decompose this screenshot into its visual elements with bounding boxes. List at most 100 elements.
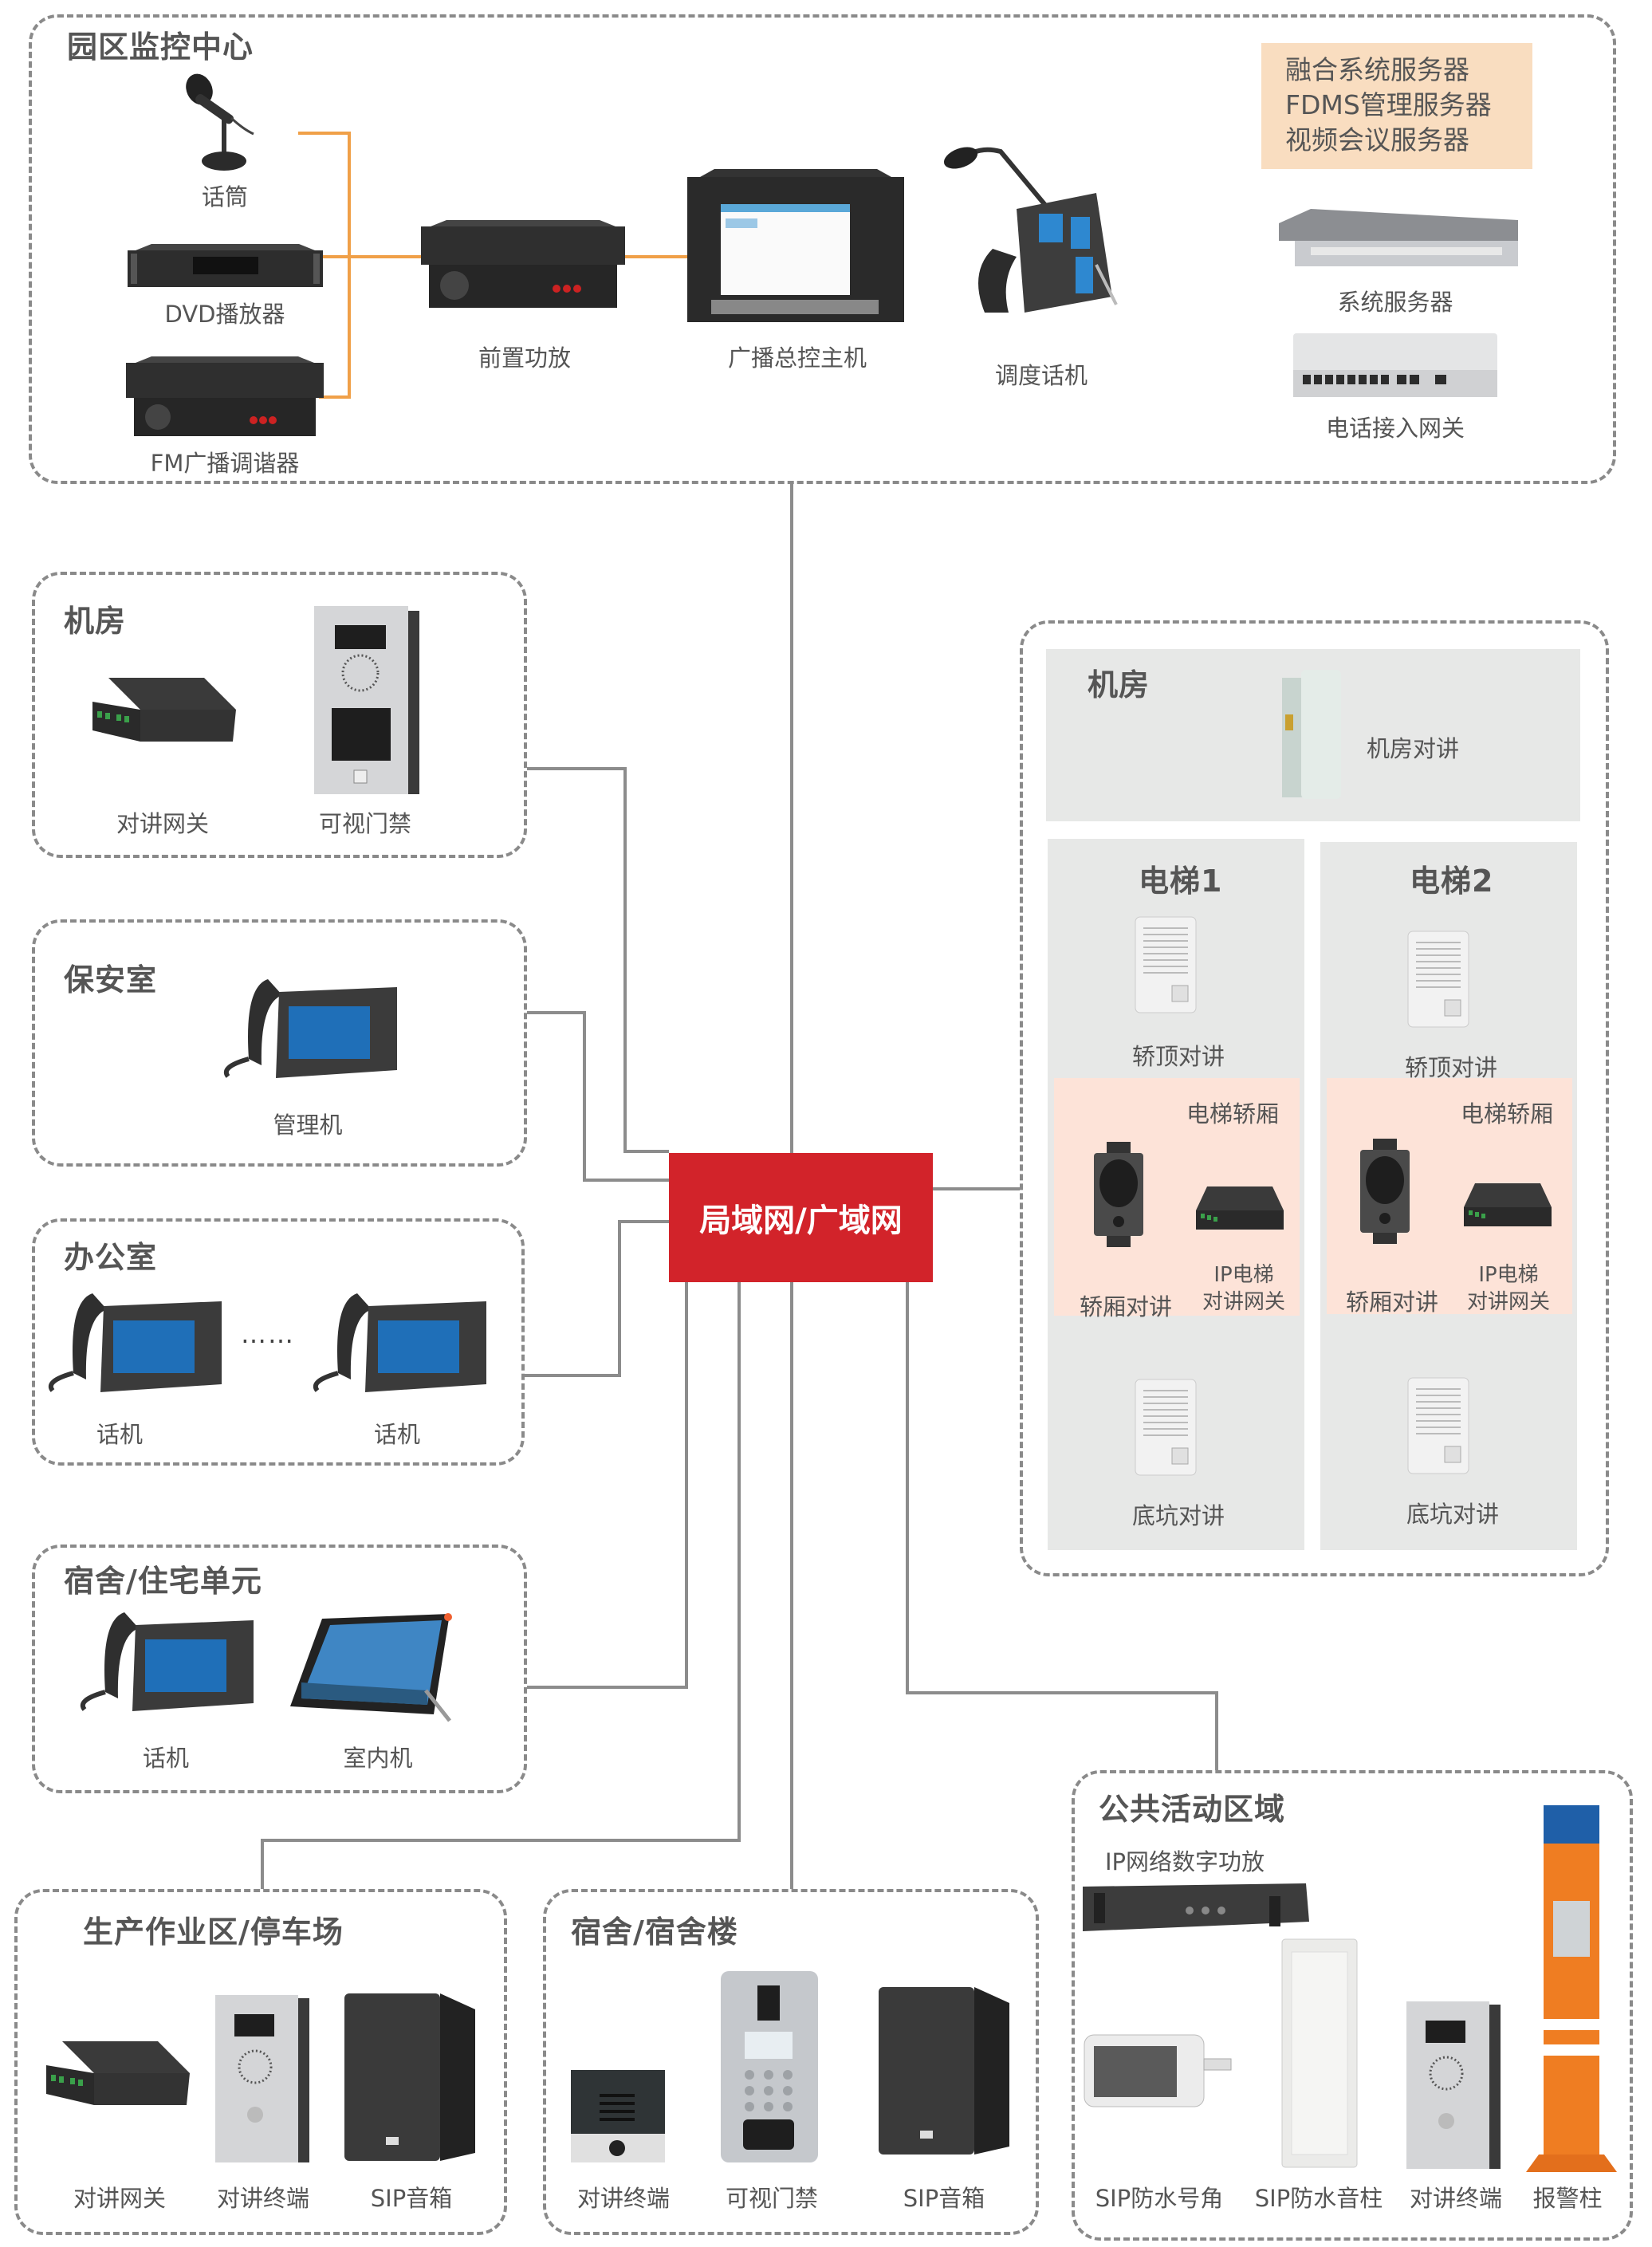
connector-office [525,1374,621,1377]
ip-elevator-gateway-icon [1196,1186,1284,1230]
ip-amplifier-icon [1083,1883,1309,1931]
video-door-access-icon [314,606,419,794]
label-alarm-pillar: 报警柱 [1532,2185,1603,2212]
label-dvd: DVD播放器 [164,301,285,328]
zone-title-machine-room: 机房 [64,604,127,639]
dispatch-phone-icon [943,147,1118,313]
connector-public-v [906,1282,909,1694]
microphone-icon [186,73,254,171]
machine-room-intercom-icon [1282,670,1341,799]
zone-residential-unit [32,1545,527,1793]
label-car-intercom: 轿厢对讲 [1079,1293,1173,1320]
zone-title-public-area: 公共活动区域 [1099,1792,1286,1827]
label-car-intercom: 轿厢对讲 [1345,1289,1439,1316]
zone-title-production-area: 生产作业区/停车场 [83,1914,344,1950]
zone-security-room [32,919,527,1167]
label-preamp: 前置功放 [478,344,572,372]
dvd-player-icon [128,244,323,287]
audio-link-dvd-preamp [319,255,426,258]
connector-security-v [583,1011,586,1182]
connector-machine-room [527,767,627,770]
zone-machine-room [32,572,527,858]
car-top-intercom-icon [1135,916,1197,1013]
label-indoor-monitor: 室内机 [343,1745,413,1772]
intercom-gateway-icon [92,678,236,742]
connector-top [790,484,793,1153]
label-dispatch-phone: 调度话机 [994,362,1088,389]
phone-gateway-icon [1293,333,1497,397]
zone-control-center [29,14,1616,484]
connector-office-h2 [618,1220,669,1223]
label-desk-phone: 话机 [142,1745,190,1772]
panel-title-elevator-machine-room: 机房 [1088,667,1150,702]
label-video-door-access: 可视门禁 [725,2185,819,2212]
zone-title-dormitory-building: 宿舍/宿舍楼 [571,1914,738,1950]
zone-dormitory-building [543,1889,1039,2235]
label-phone-gateway: 电话接入网关 [1325,415,1465,442]
alarm-pillar-icon [1526,1805,1617,2172]
connector-machine-room-h2 [623,1150,669,1153]
label-ip-elevator-gateway-line1: IP电梯 [1478,1263,1539,1287]
pit-intercom-icon [1135,1379,1197,1476]
audio-link-fm [319,395,351,399]
server-note-line: 融合系统服务器 [1285,54,1469,85]
panel-title-elevator-2: 电梯2 [1410,864,1494,899]
label-pit-intercom: 底坑对讲 [1131,1502,1225,1529]
zone-title-residential-unit: 宿舍/住宅单元 [64,1564,262,1599]
desk-phone-icon [80,1612,254,1711]
video-door-access-icon [721,1971,818,2162]
label-car-top-intercom: 轿顶对讲 [1404,1054,1498,1081]
label-ip-elevator-gateway-line1: IP电梯 [1213,1263,1274,1287]
desk-phone-icon [48,1293,222,1392]
zone-production-area [14,1889,507,2235]
connector-dormitory [790,1282,793,1889]
label-elevator-car: 电梯轿厢 [1460,1100,1554,1127]
label-intercom-terminal: 对讲终端 [1409,2185,1503,2212]
label-sip-speaker: SIP音箱 [370,2185,453,2212]
broadcast-host-icon [687,169,904,322]
intercom-terminal-icon [571,2070,665,2162]
connector-public-h [906,1691,1218,1694]
car-intercom-icon [1094,1142,1143,1247]
label-car-top-intercom: 轿顶对讲 [1131,1043,1225,1070]
zone-title-security-room: 保安室 [64,962,158,998]
label-machine-room-intercom: 机房对讲 [1366,735,1460,762]
zone-elevator [1020,620,1609,1576]
label-intercom-terminal: 对讲终端 [576,2185,671,2212]
connector-machine-room-v [623,767,627,1153]
label-ip-amplifier: IP网络数字功放 [1105,1848,1265,1875]
label-intercom-gateway: 对讲网关 [116,810,210,837]
connector-production-v2 [261,1839,264,1889]
audio-link-preamp-host [614,255,690,258]
zone-public-area [1072,1770,1633,2241]
system-server-icon [1279,209,1518,266]
label-ip-elevator-gateway-line2: 对讲网关 [1202,1290,1286,1314]
panel-title-elevator-1: 电梯1 [1139,864,1223,899]
sip-waterproof-horn-icon [1084,2034,1232,2107]
ellipsis: …… [241,1319,295,1349]
connector-public-v2 [1215,1691,1218,1770]
network-hub[interactable]: 局域网/广域网 [669,1153,933,1282]
connector-elevator [933,1187,1020,1190]
label-video-door-access: 可视门禁 [318,810,412,837]
connector-security-h2 [583,1179,669,1182]
label-ip-elevator-gateway-line2: 对讲网关 [1466,1290,1551,1314]
sip-speaker-icon [344,1993,475,2161]
server-note-line: 视频会议服务器 [1285,124,1469,155]
label-desk-phone: 话机 [373,1421,421,1448]
label-fm-tuner: FM广播调谐器 [150,450,300,477]
label-broadcast-host: 广播总控主机 [727,344,867,372]
label-system-server: 系统服务器 [1337,289,1453,316]
connector-production-v [738,1282,741,1842]
audio-link-bus [348,132,351,399]
sip-speaker-icon [879,1987,1009,2155]
intercom-terminal-icon [215,1995,309,2162]
car-intercom-icon [1360,1139,1410,1244]
label-microphone: 话筒 [201,183,249,211]
sip-waterproof-column-icon [1281,1938,1358,2168]
indoor-monitor-icon [290,1613,452,1722]
label-intercom-gateway: 对讲网关 [73,2185,167,2212]
audio-link-mic [298,132,351,135]
fm-tuner-icon [126,356,324,436]
pit-intercom-icon [1407,1377,1469,1474]
